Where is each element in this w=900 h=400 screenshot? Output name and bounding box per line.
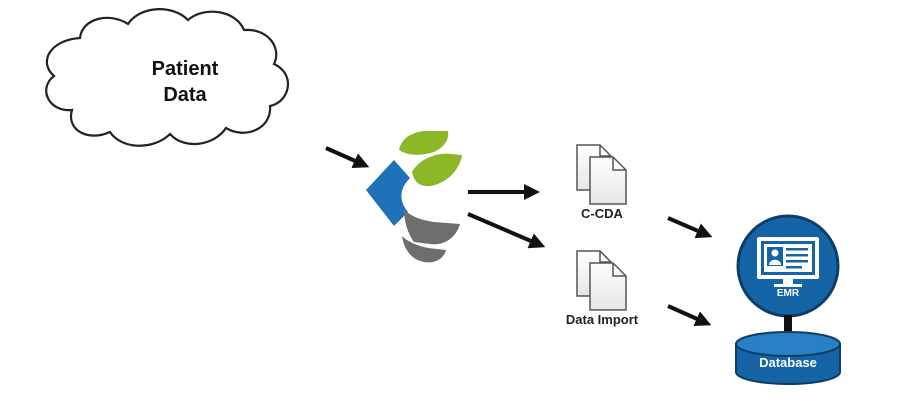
- database-label: Database: [759, 355, 817, 370]
- emr-db-connector: [784, 315, 792, 337]
- emr-label: EMR: [776, 288, 800, 299]
- logo-green-lower-shape: [412, 153, 462, 187]
- converter-logo: [366, 130, 462, 263]
- ccda-label: C-CDA: [581, 206, 623, 221]
- emr-icon: [736, 214, 840, 318]
- arrow-cloud-to-logo: [325, 146, 370, 169]
- logo-green-shape: [399, 130, 449, 155]
- data-import-label: Data Import: [565, 312, 639, 327]
- database-cylinder: [735, 331, 841, 385]
- arrow-ccda-to-emr: [667, 216, 713, 239]
- arrow-logo-to-import: [467, 212, 546, 249]
- logo-gray-lower-shape: [402, 236, 446, 263]
- logo-blue-shape: [366, 160, 410, 226]
- cloud-label-line2: Data: [163, 84, 207, 106]
- cloud-label-line1: Patient: [151, 58, 219, 80]
- arrow-import-to-db: [667, 304, 712, 327]
- documents-icon-ccda: [576, 144, 627, 205]
- documents-icon-import: [576, 250, 627, 311]
- cloud-shape: [45, 8, 290, 147]
- logo-gray-shape: [404, 209, 460, 245]
